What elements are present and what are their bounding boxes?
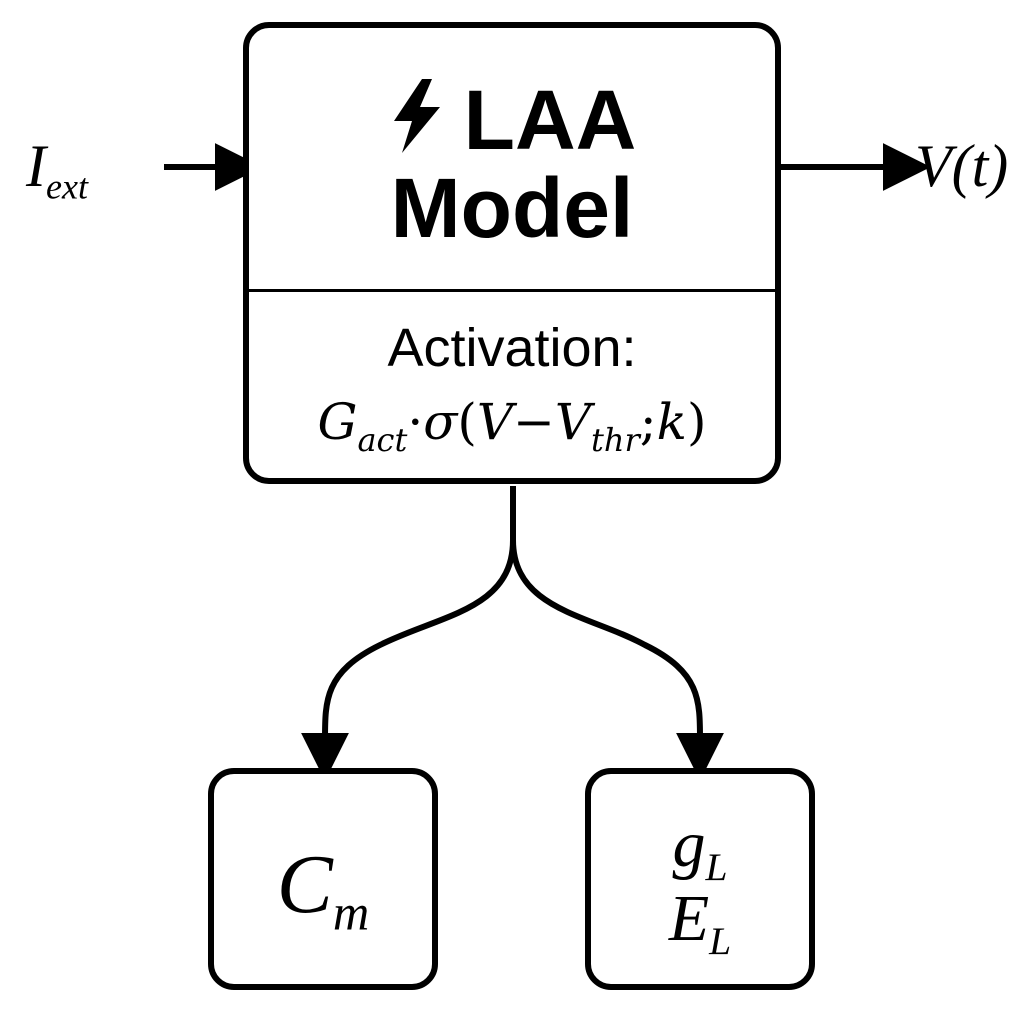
activation-label: Activation:: [387, 318, 637, 378]
input-current-label: Iext: [26, 133, 88, 207]
title-line-1: LAA: [463, 73, 637, 167]
output-voltage-label: V(t): [915, 133, 1009, 199]
leak-block: gL EL: [585, 768, 815, 990]
activation-formula: Gact·σ(V−Vthr;k): [317, 393, 707, 459]
leak-reversal-label: EL: [668, 882, 732, 963]
wire-to-leak: [510, 539, 724, 781]
block-title: LAA Model: [249, 76, 775, 252]
lightning-bolt-icon: [393, 79, 440, 153]
capacitance-block: Cm: [208, 768, 438, 990]
block-divider: [249, 289, 775, 292]
leak-labels: gL EL: [591, 808, 809, 963]
title-line-2: Model: [390, 161, 634, 255]
leak-conductance-label: gL: [672, 808, 728, 889]
laa-model-block: LAA Model Activation: Gact·σ(V−Vthr;k): [243, 22, 781, 484]
wire-to-capacitance: [301, 486, 516, 781]
capacitance-label: Cm: [276, 838, 370, 941]
